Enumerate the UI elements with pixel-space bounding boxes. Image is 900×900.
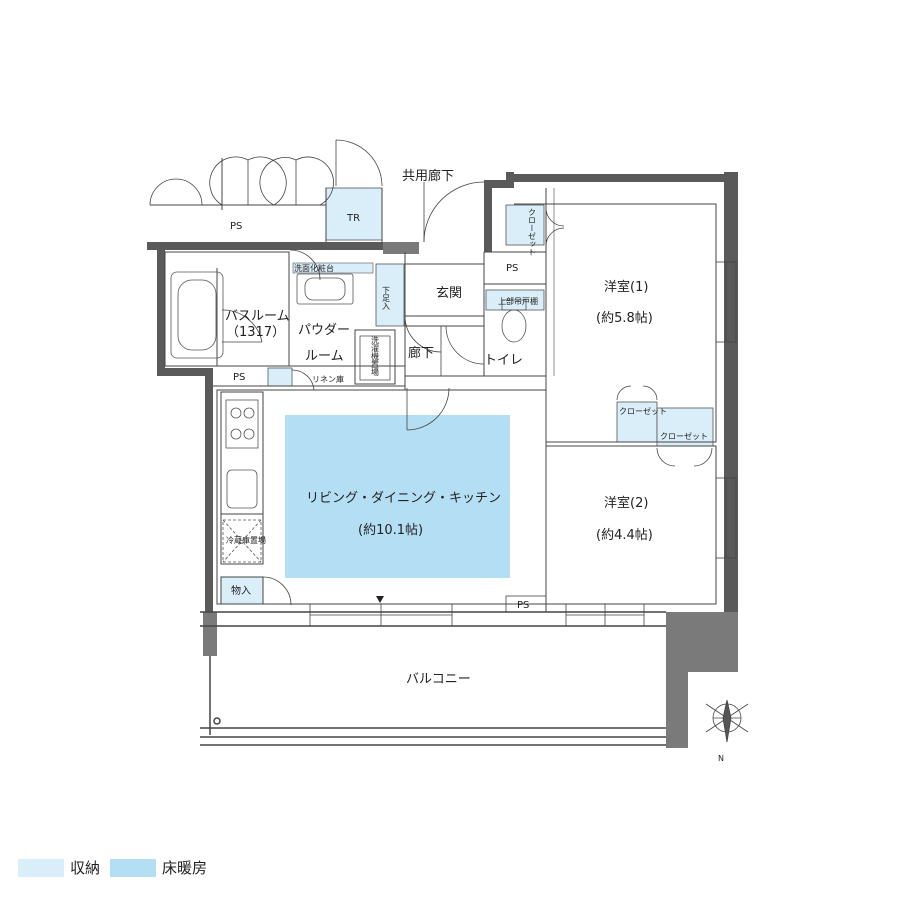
closet-top-label: クローゼット bbox=[528, 208, 537, 256]
linen-storage bbox=[267, 367, 293, 387]
closet-b2-label: クローゼット bbox=[660, 431, 708, 441]
linen-label: リネン庫 bbox=[312, 374, 344, 384]
fixtures bbox=[170, 271, 527, 563]
closet-top-storage bbox=[505, 204, 545, 246]
washbasin-shelf bbox=[292, 262, 374, 274]
fridge-label: 冷蔵庫置場 bbox=[226, 535, 266, 545]
washer-space-label: 洗濯機置場 bbox=[371, 335, 380, 377]
balcony-structure bbox=[200, 611, 666, 746]
north-label: N bbox=[718, 754, 724, 763]
bedroom2-size: (約4.4帖) bbox=[596, 528, 653, 543]
closet-mid-storage bbox=[616, 401, 658, 443]
legend-label-storage: 収納 bbox=[70, 859, 101, 877]
bedroom2-name: 洋室(2) bbox=[604, 495, 648, 511]
closet-mid-label: クローゼット bbox=[619, 406, 667, 416]
bedroom1-size: (約5.8帖) bbox=[596, 311, 653, 326]
tr-storage bbox=[325, 187, 383, 241]
ldk-floor-heating-area bbox=[285, 415, 510, 578]
ps-bottom-label: PS bbox=[517, 600, 529, 611]
rouka-label: 廊下 bbox=[408, 345, 434, 361]
common-corridor-label: 共用廊下 bbox=[402, 168, 454, 184]
legend-swatch-storage bbox=[18, 858, 64, 877]
doors bbox=[149, 139, 713, 606]
legend-item-storage: 収納 bbox=[18, 857, 100, 878]
legend: 収納 床暖房 bbox=[18, 857, 207, 878]
ps-entry-label: PS bbox=[506, 263, 518, 274]
legend-item-floor-heating: 床暖房 bbox=[110, 857, 207, 878]
bedroom1-name: 洋室(1) bbox=[604, 279, 648, 295]
genkan-label: 玄関 bbox=[436, 286, 462, 301]
ps-top-label: PS bbox=[230, 221, 242, 232]
legend-swatch-floor-heating bbox=[110, 858, 157, 877]
legend-label-floor-heating: 床暖房 bbox=[162, 859, 208, 877]
ps-bath-label: PS bbox=[233, 372, 245, 383]
windows bbox=[309, 261, 737, 627]
storeroom-label: 物入 bbox=[231, 584, 251, 597]
shoe-storage-label: 下足入 bbox=[382, 286, 391, 310]
powder-room-label-2: ルーム bbox=[305, 349, 344, 364]
ldk-name: リビング・ダイニング・キッチン bbox=[306, 491, 501, 506]
bathroom-size-label: （1317） bbox=[226, 325, 285, 340]
overhead-shelf-label: 上部吊戸棚 bbox=[498, 296, 538, 306]
ldk-size: (約10.1帖) bbox=[358, 523, 423, 538]
powder-room-label: パウダー bbox=[298, 323, 350, 338]
shoe-storage-area bbox=[375, 263, 405, 327]
bathroom-label: バスルーム bbox=[225, 309, 290, 324]
closet-b2-storage bbox=[656, 407, 714, 447]
washbasin-label: 洗面化粧台 bbox=[294, 263, 334, 273]
north-compass bbox=[705, 699, 749, 743]
exterior-walls bbox=[147, 172, 738, 748]
tr-label: TR bbox=[346, 213, 360, 224]
balcony-label: バルコニー bbox=[406, 672, 471, 687]
entrance-marker bbox=[376, 596, 384, 603]
toilet-label: トイレ bbox=[484, 353, 523, 368]
